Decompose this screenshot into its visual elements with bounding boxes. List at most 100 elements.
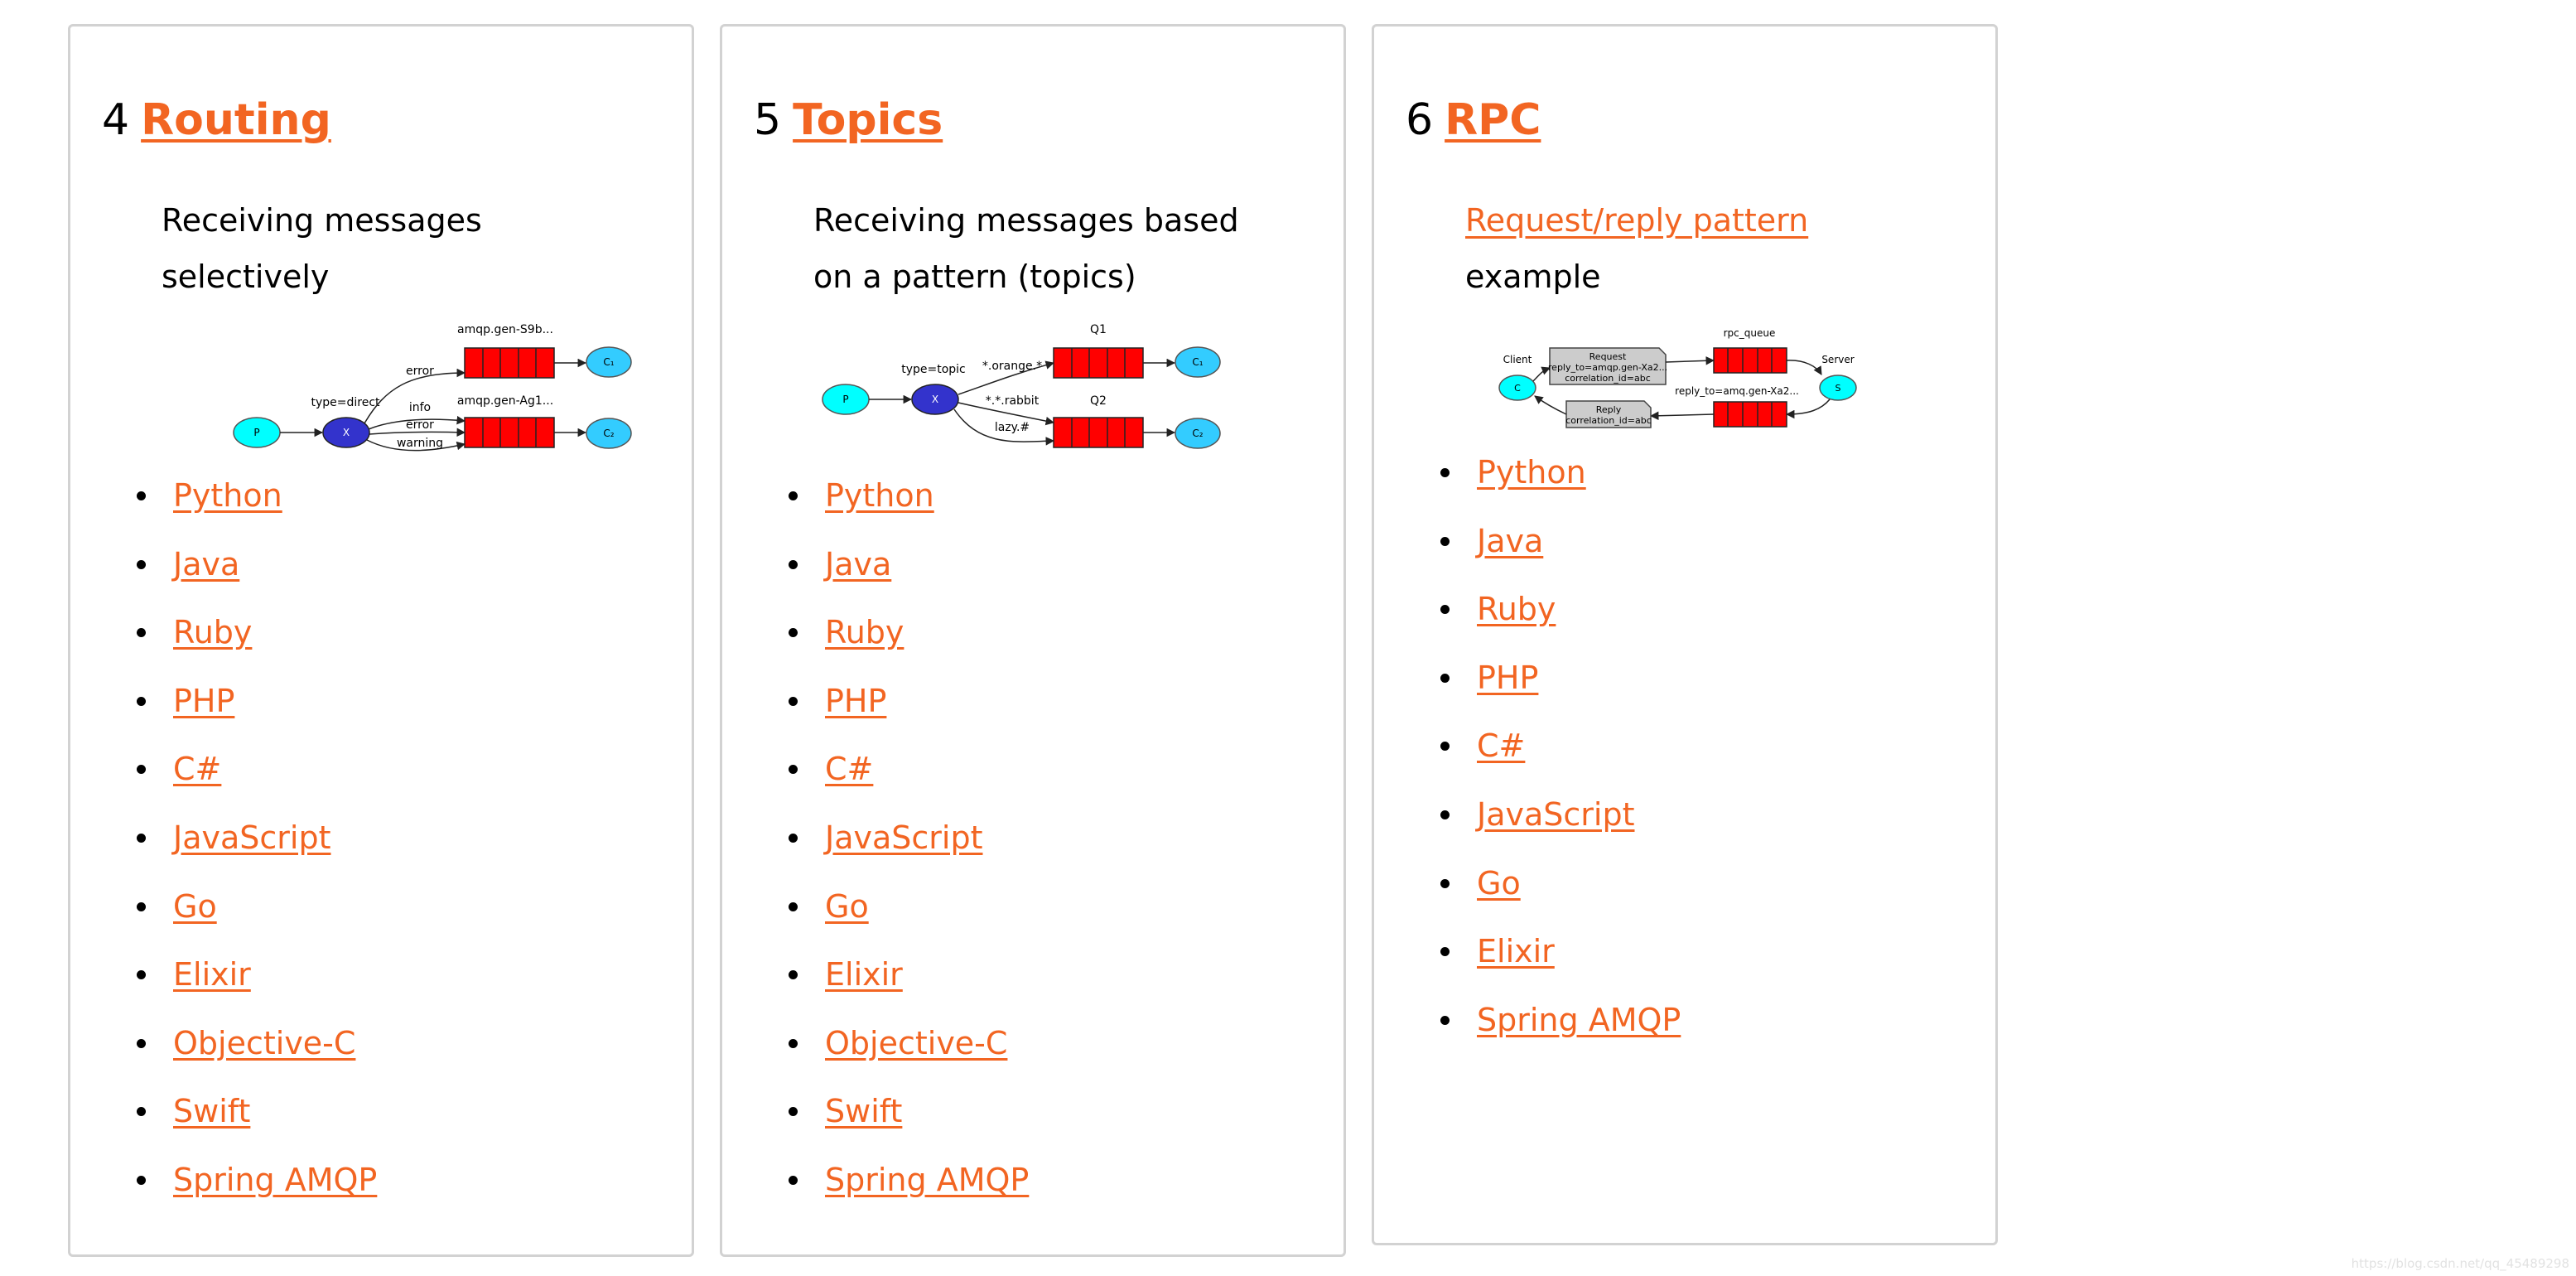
language-link[interactable]: Spring AMQP [1477,1001,1681,1038]
reply-line: correlation_id=abc [1565,415,1652,426]
bullet [1440,947,1450,957]
queue-label: amqp.gen-S9b... [457,323,553,336]
exchange-type-label: type=topic [901,363,966,376]
language-link[interactable]: JavaScript [825,819,983,856]
bullet [789,1107,798,1117]
bullet [137,833,146,843]
bullet [789,1038,798,1048]
bullet [137,559,146,569]
consumer-label: C₁ [603,356,614,368]
language-link[interactable]: Java [825,545,892,582]
bullet [1440,810,1450,819]
language-link[interactable]: PHP [825,682,887,719]
queue-2 [1053,417,1144,448]
consumer-label: C₂ [1192,428,1203,439]
queue-1 [1053,347,1144,379]
language-link[interactable]: Go [825,887,869,925]
client-label: Client [1503,354,1532,365]
bullet [789,696,798,706]
request-line: correlation_id=abc [1565,373,1651,384]
queue-label: rpc_queue [1724,327,1776,339]
bullet [1440,742,1450,752]
bullet [1440,468,1450,477]
bullet [137,765,146,775]
language-link[interactable]: JavaScript [173,819,331,856]
description-line: selectively [162,259,330,295]
bullet [789,1175,798,1185]
server-node [1819,375,1857,401]
bullet [789,765,798,775]
bullet [137,1038,146,1048]
card-description: Receiving messages selectively [162,192,482,305]
language-link[interactable]: Spring AMQP [173,1161,378,1198]
topics-diagram: P X type=topic *.orange.* *.*.rabbit laz… [822,323,1221,449]
bullet [789,491,798,500]
language-link[interactable]: JavaScript [1477,795,1635,833]
language-link[interactable]: Python [1477,454,1586,491]
bullet [1440,605,1450,615]
language-link[interactable]: C# [173,751,222,788]
language-link[interactable]: Elixir [825,956,903,993]
tutorial-number: 5 [754,95,782,145]
language-link[interactable]: Ruby [1477,591,1556,628]
client-node [1498,375,1536,401]
language-link[interactable]: C# [1477,727,1526,765]
language-link[interactable]: Elixir [173,956,251,993]
description-line: Receiving messages [162,202,482,239]
consumer-node [1175,418,1221,449]
binding-label: warning [397,437,443,450]
language-link[interactable]: PHP [173,682,235,719]
bullet [789,970,798,980]
producer-label: P [253,427,259,438]
language-link[interactable]: Swift [825,1093,903,1130]
language-link[interactable]: Go [173,887,217,925]
queue-label: amqp.gen-Ag1... [457,394,553,408]
language-link[interactable]: Python [173,477,282,514]
language-link[interactable]: Objective-C [173,1024,356,1061]
bullet [137,970,146,980]
bullet [789,628,798,638]
language-link[interactable]: Java [1477,522,1544,559]
queue-1 [464,347,555,379]
topics-title-link[interactable]: Topics [793,95,943,145]
rpc-title-link[interactable]: RPC [1445,95,1541,145]
language-link[interactable]: C# [825,751,874,788]
language-link[interactable]: Go [1477,864,1521,901]
queue-label: Q1 [1090,323,1107,336]
rpc-queue [1713,347,1787,374]
reply-line: Reply [1596,404,1622,415]
request-message: Request reply_to=amqp.gen-Xa2... correla… [1548,347,1667,385]
tutorial-number: 6 [1406,95,1434,145]
language-link[interactable]: Ruby [173,614,253,651]
language-link[interactable]: Swift [173,1093,251,1130]
binding-label: error [406,365,434,378]
bullet [1440,673,1450,683]
request-line: Request [1589,351,1627,362]
language-link[interactable]: Java [173,545,240,582]
exchange-label: X [343,427,350,438]
request-reply-pattern-link[interactable]: Request/reply pattern [1465,202,1809,239]
card-description: Receiving messages based on a pattern (t… [813,192,1239,305]
language-link[interactable]: Python [825,477,934,514]
language-link[interactable]: PHP [1477,659,1539,696]
bullet [789,559,798,569]
language-link[interactable]: Elixir [1477,933,1555,970]
binding-label: *.*.rabbit [986,394,1040,408]
server-label: Server [1821,354,1854,365]
bullet [137,696,146,706]
language-link[interactable]: Spring AMQP [825,1161,1030,1198]
language-link[interactable]: Ruby [825,614,904,651]
bullet [137,1175,146,1185]
consumer-label: C₂ [603,428,614,439]
producer-label: P [842,394,848,405]
language-link[interactable]: Objective-C [825,1024,1008,1061]
routing-title-link[interactable]: Routing [141,95,331,145]
watermark: https://blog.csdn.net/qq_45489298 [2351,1256,2569,1271]
binding-label: error [406,418,434,432]
consumer-label: C₁ [1192,356,1203,368]
routing-diagram: P X type=direct error info error warning… [233,323,632,452]
